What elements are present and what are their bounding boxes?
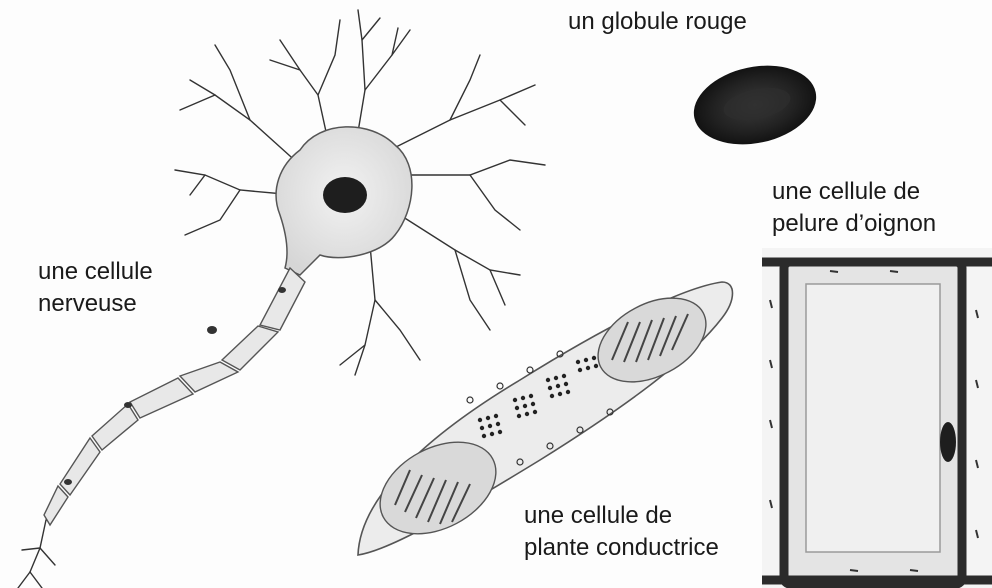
label-nerve-cell: une cellule nerveuse — [38, 256, 153, 320]
label-plant-cell-line1: une cellule de — [524, 500, 719, 532]
label-plant-cell: une cellule de plante conductrice — [524, 500, 719, 564]
label-nerve-cell-line2: nerveuse — [38, 288, 153, 320]
label-red-blood-cell: un globule rouge — [568, 6, 747, 38]
label-onion-cell: une cellule de pelure d’oignon — [772, 176, 936, 240]
label-onion-cell-line2: pelure d’oignon — [772, 208, 936, 240]
label-onion-cell-line1: une cellule de — [772, 176, 936, 208]
onion-cell-nucleus — [940, 422, 956, 462]
label-red-blood-cell-text: un globule rouge — [568, 6, 747, 38]
onion-peel-cell — [762, 248, 992, 588]
label-plant-cell-line2: plante conductrice — [524, 532, 719, 564]
red-blood-cell — [686, 55, 823, 155]
label-nerve-cell-line1: une cellule — [38, 256, 153, 288]
nerve-cell-nucleus — [323, 177, 367, 213]
